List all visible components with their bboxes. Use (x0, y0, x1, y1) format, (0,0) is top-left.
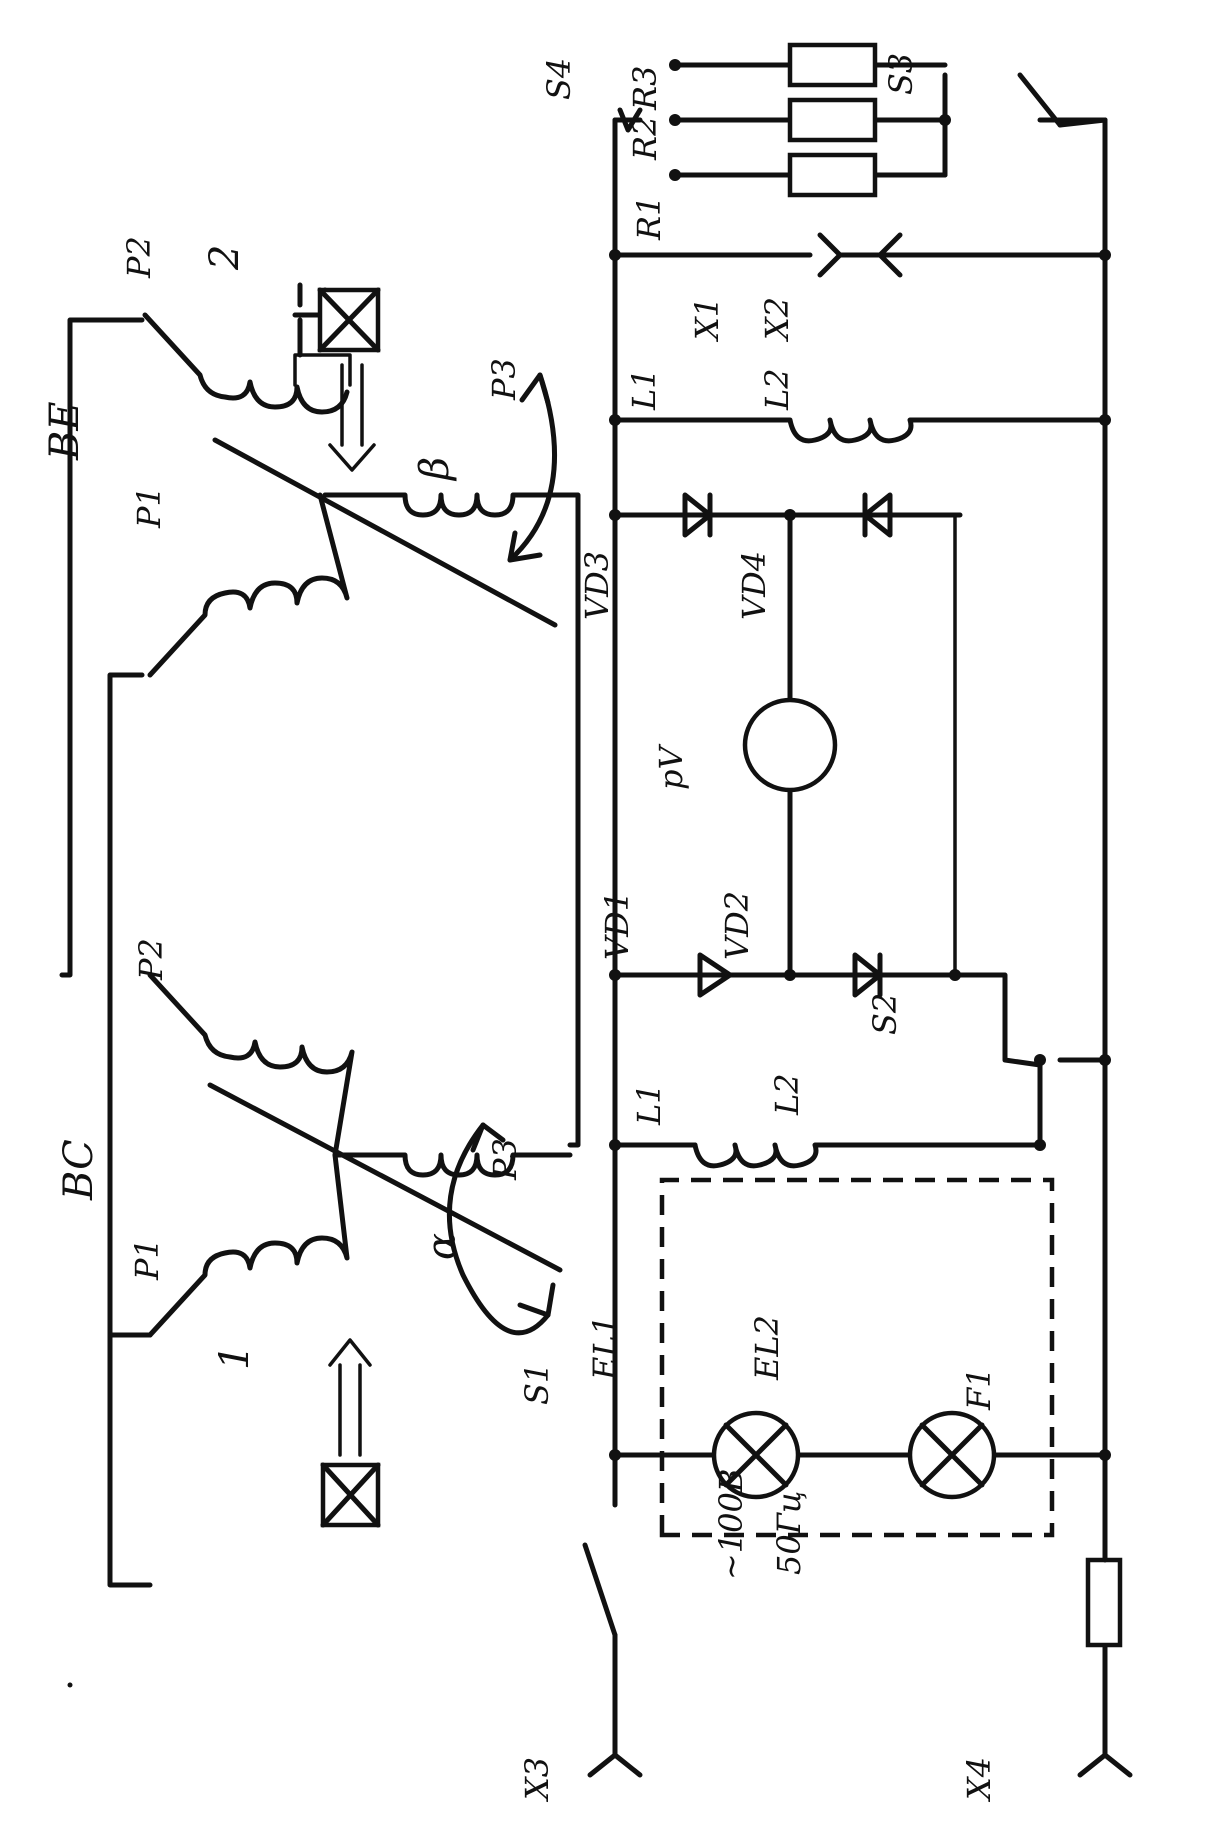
label-alpha: α (419, 1233, 465, 1260)
label-vd1: VD1 (598, 891, 636, 960)
label-l1-upper: L1 (625, 368, 663, 411)
label-frequency: 50Гц (770, 1491, 808, 1575)
fuse-f1 (1085, 1557, 1123, 1648)
label-x4: X4 (960, 1757, 998, 1803)
label-x1: X1 (688, 297, 726, 343)
diode-vd1 (697, 952, 733, 998)
x3-terminal (587, 1752, 643, 1778)
mech-box-1 (320, 1338, 381, 1528)
resistor-r1 (669, 152, 948, 198)
label-be: BE (42, 401, 88, 461)
label-l2-lower: L2 (768, 1073, 806, 1116)
bc-rotation-arc (446, 1122, 551, 1336)
lamp-el2 (907, 1410, 997, 1500)
be-rotor (212, 437, 558, 628)
mech-box-2 (317, 287, 381, 353)
switch-s2 (972, 972, 1043, 1148)
label-el1: EL1 (586, 1315, 624, 1381)
bc-move-arrow (328, 1338, 372, 1457)
label-f1: F1 (960, 1367, 998, 1411)
be-arc-arrow-2 (507, 530, 543, 563)
wire-be-p2-top (59, 317, 145, 978)
lamp-el1 (711, 1410, 801, 1500)
wire-be-p1 (107, 672, 153, 1588)
label-r1: R1 (630, 196, 668, 241)
bc-rotor (207, 1082, 563, 1273)
bc-arc-arrow-2 (517, 1282, 556, 1318)
label-mech-2: 2 (202, 245, 248, 271)
be-winding-p3 (322, 492, 573, 518)
bc-winding-p1 (147, 1152, 350, 1338)
label-bc-p2: P2 (132, 938, 170, 981)
be-double-arrow (293, 353, 352, 387)
label-s4: S4 (540, 58, 578, 100)
selsyn-be (59, 282, 573, 1588)
label-bc: BC (56, 1139, 102, 1201)
switch-s1 (582, 1542, 618, 1638)
label-vd4: VD4 (735, 551, 773, 620)
label-vd3: VD3 (578, 551, 616, 620)
label-mech-1: 1 (212, 1345, 258, 1370)
label-voltage: ~100B (712, 1469, 750, 1580)
lamp-enclosure (659, 1177, 1055, 1538)
bc-arc-arrow-1 (470, 1122, 506, 1153)
label-r2: R2 (626, 116, 664, 161)
inductor-upper (612, 417, 1108, 444)
label-be-p1: P1 (130, 486, 168, 529)
label-el2: EL2 (748, 1315, 786, 1381)
be-move-arrow-shaft (328, 363, 376, 472)
label-s3: S3 (882, 53, 920, 95)
label-be-p2: P2 (120, 236, 158, 279)
bc-winding-p2 (147, 972, 355, 1158)
be-winding-p1 (147, 492, 350, 678)
label-be-p3: P3 (485, 358, 523, 401)
label-bc-p3: P3 (486, 1138, 524, 1181)
be-winding-p2 (142, 312, 350, 415)
label-x2: X2 (758, 297, 796, 343)
switch-s4-arrow (617, 107, 643, 133)
selsyn-bc (107, 972, 573, 1338)
bc-winding-p3 (332, 1152, 573, 1178)
wire-s3-contact (1057, 117, 1108, 128)
diode-vd3 (682, 492, 713, 538)
label-r3: R3 (626, 66, 664, 111)
label-bc-p1: P1 (128, 1238, 166, 1281)
be-arc-arrow-1 (519, 372, 551, 406)
label-s1: S1 (518, 1363, 556, 1405)
resistor-r2 (669, 97, 951, 143)
x4-terminal (1077, 1752, 1133, 1778)
label-x3: X3 (518, 1757, 556, 1803)
wire-p3-link (567, 492, 581, 1148)
label-pv: pV (652, 744, 690, 790)
diode-vd4 (862, 492, 893, 538)
label-s2: S2 (866, 993, 904, 1035)
inductor-lower (692, 1142, 1043, 1169)
voltmeter-pv (742, 697, 838, 793)
label-vd2: VD2 (718, 891, 756, 960)
label-l2-upper: L2 (758, 368, 796, 411)
switch-s3 (1017, 72, 1063, 128)
x1-terminal (817, 232, 843, 278)
resistor-r3 (669, 42, 948, 88)
x2-terminal (877, 232, 903, 278)
schematic-rotated-group (59, 42, 1133, 1778)
label-l1-lower: L1 (630, 1083, 668, 1126)
label-beta: β (412, 457, 458, 482)
diode-vd2 (852, 952, 883, 998)
labels-group: BE BC P2 P1 P3 P2 P1 P3 β α 2 1 S4 R3 R2… (42, 53, 998, 1803)
